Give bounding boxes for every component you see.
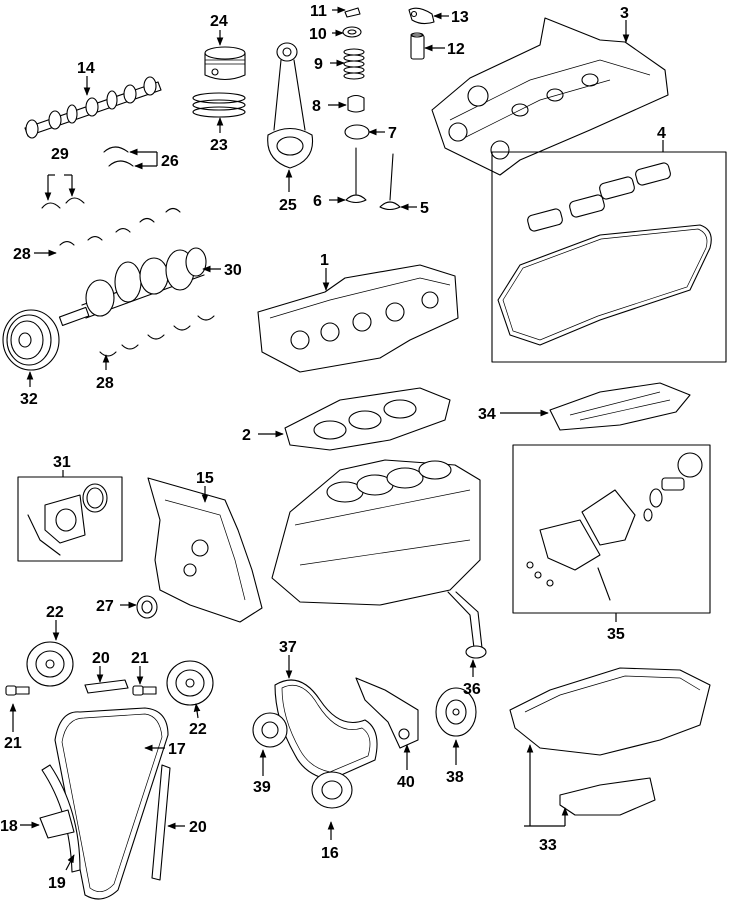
callout-8: 8 <box>312 98 321 115</box>
callout-19: 19 <box>48 875 66 892</box>
callout-27: 27 <box>96 598 114 615</box>
connecting-rod-part <box>267 42 314 169</box>
callout-20b: 20 <box>189 819 207 836</box>
callout-21b: 21 <box>131 650 149 667</box>
chain-tensioner-part <box>39 809 75 839</box>
callout-24: 24 <box>210 13 228 30</box>
rocker-arm-part <box>408 7 435 25</box>
camshaft-part <box>24 76 162 139</box>
main-bearings-lower-part <box>99 315 215 357</box>
callout-21a: 21 <box>4 735 22 752</box>
callout-34: 34 <box>478 406 496 423</box>
callout-3: 3 <box>620 5 629 22</box>
callout-20a: 20 <box>92 650 110 667</box>
callout-26: 26 <box>161 153 179 170</box>
callout-30: 30 <box>224 262 242 279</box>
chain-guide-lower-part <box>151 764 171 881</box>
callout-38: 38 <box>446 769 464 786</box>
callout-14: 14 <box>77 60 95 77</box>
bolt-right-part <box>132 685 157 696</box>
head-gasket-part <box>284 387 451 451</box>
chain-guide-upper-part <box>84 679 129 694</box>
callout-2: 2 <box>242 427 251 444</box>
callout-35: 35 <box>607 626 625 643</box>
cam-phaser-left-part <box>26 641 74 687</box>
cylinder-head-part <box>257 264 459 373</box>
chain-tensioner-arm-part <box>41 764 81 873</box>
callout-12: 12 <box>447 41 465 58</box>
callout-4: 4 <box>657 125 666 142</box>
callout-1: 1 <box>320 252 329 269</box>
callout-11: 11 <box>310 3 327 20</box>
callout-6: 6 <box>313 193 322 210</box>
callout-39: 39 <box>253 779 271 796</box>
callout-22a: 22 <box>46 604 64 621</box>
callout-23: 23 <box>210 137 228 154</box>
thrust-washers-part <box>41 197 85 209</box>
timing-cover-part <box>147 477 263 623</box>
rod-bearings-part <box>103 146 134 167</box>
callout-16: 16 <box>321 845 339 862</box>
crank-pulley-part <box>2 309 60 371</box>
oil-pan-part <box>509 667 711 816</box>
engine-block-part <box>271 459 481 606</box>
cam-phaser-right-part <box>166 660 214 706</box>
crankshaft-part <box>58 247 207 327</box>
callout-29: 29 <box>51 146 69 163</box>
callout-31: 31 <box>53 454 71 471</box>
valve-spring-part <box>343 48 365 80</box>
main-bearings-upper-part <box>59 207 181 246</box>
crank-sprocket-part <box>311 771 353 809</box>
callout-28b: 28 <box>96 375 114 392</box>
exhaust-valve-part <box>379 153 401 211</box>
gasket-kit-box <box>491 151 727 363</box>
timing-chain-part <box>54 707 169 900</box>
callout-5: 5 <box>420 200 429 217</box>
water-pump-part <box>252 712 288 748</box>
callout-10: 10 <box>309 26 327 43</box>
callout-40: 40 <box>397 774 415 791</box>
intake-valve-part <box>345 147 367 204</box>
valve-spring-seat-part <box>344 124 370 140</box>
belt-tensioner-part <box>355 677 419 749</box>
leader-lines <box>9 6 664 871</box>
callout-7: 7 <box>388 125 397 142</box>
callout-18: 18 <box>0 818 18 835</box>
callout-15: 15 <box>196 470 214 487</box>
valve-seal-part <box>347 94 365 113</box>
rear-seal-box <box>17 476 123 562</box>
piston-part <box>204 46 246 81</box>
oil-pan-baffle-part <box>549 382 691 431</box>
callout-22b: 22 <box>189 721 207 738</box>
callout-labels: 1 2 3 4 5 6 7 8 9 10 11 12 13 14 15 16 1… <box>0 3 666 892</box>
piston-rings-part <box>192 92 246 118</box>
valve-retainer-part <box>342 26 362 38</box>
callout-28a: 28 <box>13 246 31 263</box>
hydraulic-lifter-part <box>410 32 425 60</box>
bolt-left-part <box>5 685 30 696</box>
callout-17: 17 <box>168 741 186 758</box>
callout-9: 9 <box>314 56 323 73</box>
balance-shaft-sprocket-part <box>435 687 477 737</box>
oil-pickup-tube-part <box>447 591 487 659</box>
callout-13: 13 <box>451 9 469 26</box>
callout-25: 25 <box>279 197 297 214</box>
callout-37: 37 <box>279 639 297 656</box>
callout-32: 32 <box>20 391 38 408</box>
accessory-belt-part <box>274 679 378 781</box>
oil-pump-box <box>512 444 711 614</box>
valve-cover-part <box>431 17 669 176</box>
front-seal-part <box>136 595 158 619</box>
callout-36: 36 <box>463 681 481 698</box>
callout-33: 33 <box>539 837 557 854</box>
valve-keeper-part <box>344 7 361 18</box>
